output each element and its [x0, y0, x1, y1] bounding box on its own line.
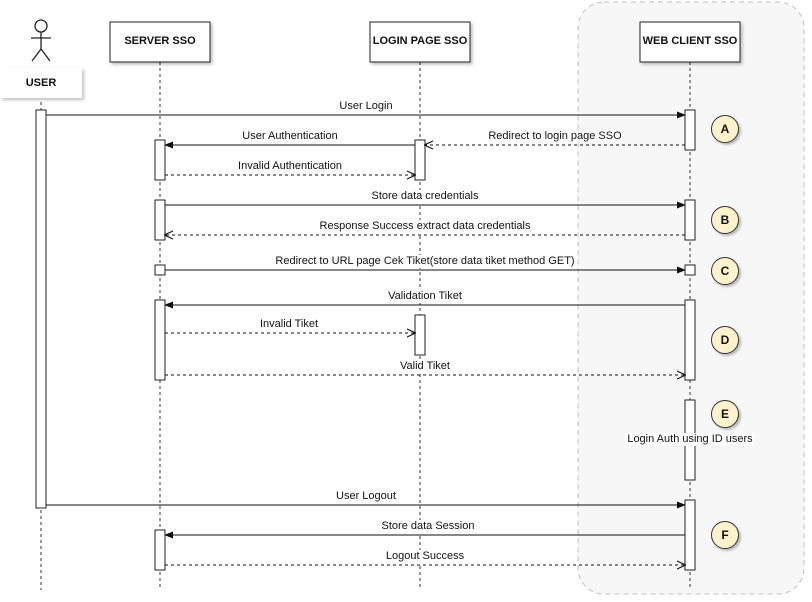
server-activation-1: [154, 139, 166, 181]
user-label-box: [0, 68, 82, 98]
message-label-redirect-login-page: Redirect to login page SSO: [486, 130, 624, 143]
user-participant-label: USER: [25, 77, 57, 89]
step-marker-b: B: [711, 206, 739, 234]
server-header-box: [109, 21, 211, 63]
note-login-auth: Login Auth using ID users: [625, 433, 755, 446]
server-activation-3: [154, 264, 166, 276]
step-marker-d: D: [711, 326, 739, 354]
message-label-user-authentication: User Authentication: [240, 130, 340, 143]
web-client-group: [577, 1, 805, 595]
step-marker-f: F: [711, 521, 739, 549]
web-client-participant-label: WEB CLIENT SSO: [642, 35, 738, 47]
login-page-activation-1: [414, 139, 426, 181]
server-activation-2: [154, 199, 166, 241]
step-marker-e: E: [711, 400, 739, 428]
message-label-user-logout: User Logout: [334, 490, 398, 503]
message-label-valid-tiket: Valid Tiket: [398, 360, 452, 373]
login-page-header-box: [369, 21, 471, 63]
web-client-activation-1: [684, 109, 696, 151]
web-client-activation-2: [684, 199, 696, 241]
message-label-store-data-session: Store data Session: [379, 520, 477, 533]
message-label-response-success: Response Success extract data credential…: [317, 220, 533, 233]
user-activation: [35, 109, 47, 509]
message-label-invalid-tiket: Invalid Tiket: [257, 318, 321, 331]
web-client-header-box: [639, 21, 741, 63]
message-label-logout-success: Logout Success: [383, 550, 467, 563]
server-activation-4: [154, 299, 166, 381]
login-page-activation-2: [414, 314, 426, 356]
message-label-invalid-authentication: Invalid Authentication: [236, 160, 344, 173]
web-client-activation-3: [684, 264, 696, 276]
message-label-redirect-cek-tiket: Redirect to URL page Cek Tiket(store dat…: [273, 255, 577, 268]
login-page-participant-label: LOGIN PAGE SSO: [372, 35, 468, 47]
user-actor-icon: [31, 19, 51, 62]
server-participant-label: SERVER SSO: [124, 35, 196, 47]
step-marker-c: C: [711, 257, 739, 285]
web-client-activation-4: [684, 299, 696, 381]
message-label-store-data-credentials: Store data credentials: [369, 190, 481, 203]
web-client-activation-6: [684, 499, 696, 571]
message-label-user-login: User Login: [337, 100, 395, 113]
message-label-validation-tiket: Validation Tiket: [386, 290, 464, 303]
step-marker-a: A: [711, 115, 739, 143]
server-activation-5: [154, 529, 166, 571]
